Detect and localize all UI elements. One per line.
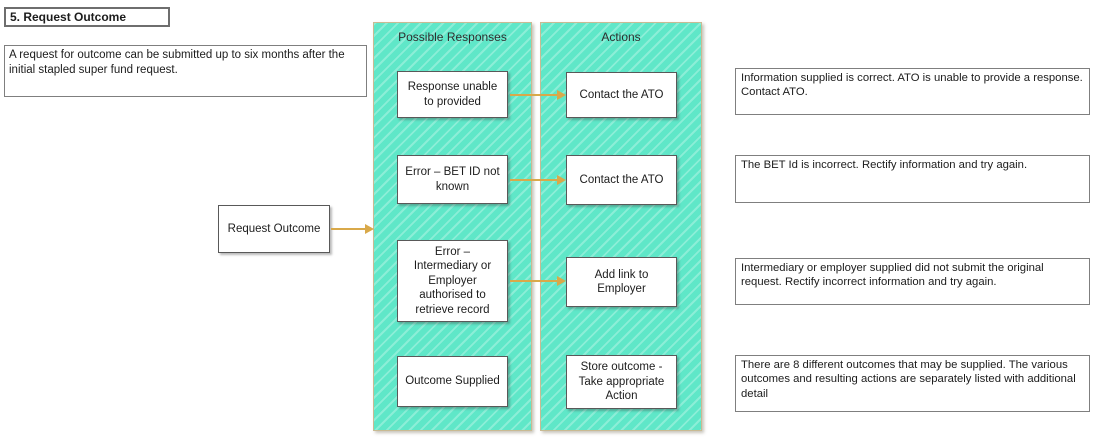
page-title: 5. Request Outcome	[4, 7, 170, 27]
flow-arrow-row-2	[510, 175, 566, 185]
flow-arrow-source	[331, 224, 374, 234]
note-box-1: Information supplied is correct. ATO is …	[735, 68, 1090, 115]
action-node-contact-ato-2: Contact the ATO	[566, 155, 677, 205]
response-node-outcome-supplied: Outcome Supplied	[397, 356, 508, 407]
actions-header: Actions	[601, 30, 641, 44]
possible-responses-header: Possible Responses	[398, 30, 507, 44]
action-node-contact-ato-1: Contact the ATO	[566, 72, 677, 118]
response-node-intermediary: Error – Intermediary or Employer authori…	[397, 240, 508, 322]
note-box-3: Intermediary or employer supplied did no…	[735, 258, 1090, 305]
response-node-unable: Response unable to provided	[397, 71, 508, 118]
description-note: A request for outcome can be submitted u…	[4, 45, 367, 97]
request-outcome-node: Request Outcome	[218, 205, 330, 253]
note-box-2: The BET Id is incorrect. Rectify informa…	[735, 155, 1090, 203]
response-node-bet-id: Error – BET ID not known	[397, 155, 508, 204]
flow-arrow-row-1	[510, 90, 566, 100]
action-node-add-link: Add link to Employer	[566, 257, 677, 307]
note-box-4: There are 8 different outcomes that may …	[735, 355, 1090, 412]
flow-arrow-row-3	[510, 276, 566, 286]
action-node-store-outcome: Store outcome - Take appropriate Action	[566, 355, 677, 409]
